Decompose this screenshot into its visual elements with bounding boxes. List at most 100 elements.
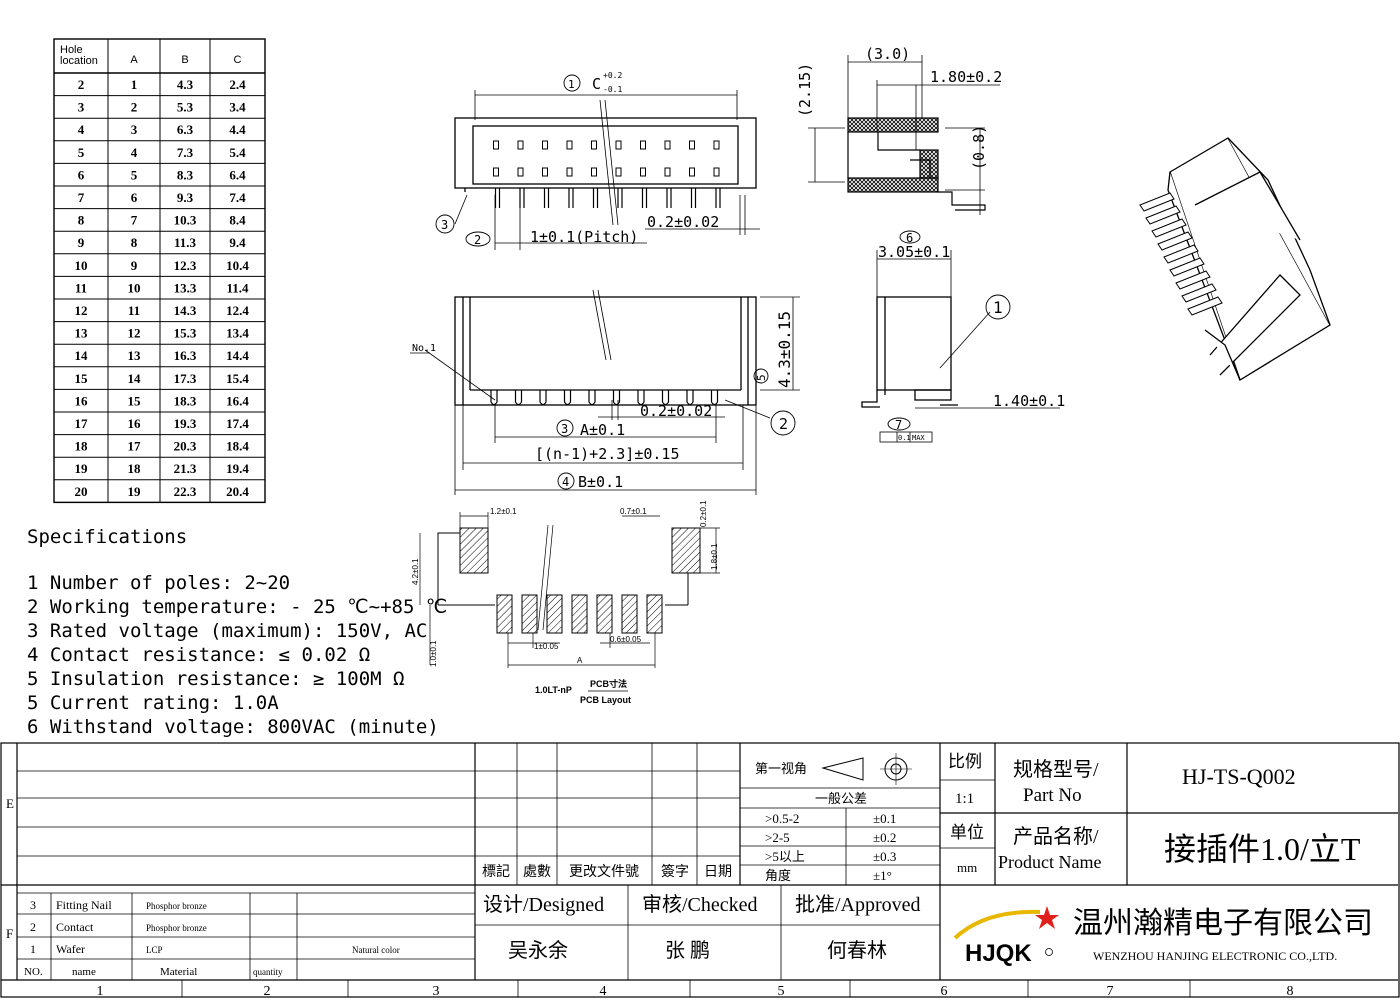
hole-table-cell: 20.4	[226, 484, 249, 499]
title-block	[0, 742, 1400, 998]
hole-table-cell: 2	[131, 100, 138, 115]
pcb-dim-0-6: 0.6±0.05	[610, 635, 642, 644]
pcb-signal-pad	[646, 594, 663, 634]
hole-table-header: B	[181, 54, 188, 66]
hole-table-cell: 16	[75, 393, 89, 408]
top-pin-hole	[713, 167, 720, 177]
hole-table-cell: 17	[75, 416, 89, 431]
bom-cell: Contact	[56, 920, 94, 934]
hole-table-cell: 5.4	[229, 145, 246, 160]
revision-header: 更改文件號	[569, 864, 639, 880]
hole-table-cell: 4	[78, 122, 85, 137]
dim-3-0: (3.0)	[865, 45, 910, 63]
hole-table-cell: 16.3	[174, 348, 197, 363]
column-number: 5	[778, 984, 785, 999]
hole-table-cell: 11	[75, 280, 87, 295]
part-no-label-en: Part No	[1023, 785, 1082, 806]
bom-header: Material	[160, 966, 197, 978]
pcb-caption-en: PCB Layout	[580, 695, 631, 705]
scale-label: 比例	[948, 752, 982, 771]
flatness-tol: 0.1	[898, 434, 911, 442]
tolerance-range: >0.5-2	[765, 811, 799, 826]
pcb-dim-1-2: 1.2±0.1	[490, 507, 517, 516]
hole-table-cell: 7.3	[177, 145, 194, 160]
hole-table-cell: 20.3	[174, 439, 197, 454]
hole-table-cell: 21.3	[174, 461, 197, 476]
bom-cell: Phosphor bronze	[146, 901, 207, 911]
hole-table-cell: 7.4	[229, 190, 246, 205]
hole-table-cell: 4.3	[177, 77, 194, 92]
top-pin-hole	[517, 140, 524, 150]
dim-2-15: (2.15)	[796, 63, 814, 117]
hole-table-cell: 7	[78, 190, 85, 205]
hole-table-cell: 19	[128, 484, 142, 499]
pcb-dim-4-2: 4.2±0.1	[411, 558, 420, 585]
pcb-caption-part: 1.0LT-nP	[535, 685, 572, 695]
bom-cell: Phosphor bronze	[146, 923, 207, 933]
hole-table-cell: 15	[75, 371, 89, 386]
hole-table-cell: 2.4	[229, 77, 246, 92]
front-view	[410, 289, 800, 495]
iso-pin	[1181, 283, 1217, 303]
spec-item: 6 Withstand voltage: 800VAC (minute)	[27, 716, 439, 738]
hole-table-cell: 3.4	[229, 100, 246, 115]
bom-cell: 3	[30, 898, 36, 912]
hole-table-cell: 20	[75, 484, 88, 499]
hole-table-cell: 2	[78, 77, 85, 92]
iso-pin	[1157, 231, 1193, 251]
hole-table-cell: 8.4	[229, 213, 246, 228]
bom-header: NO.	[24, 966, 43, 978]
unit-value: mm	[957, 860, 977, 875]
bom-cell: LCP	[146, 945, 163, 955]
hole-table-cell: 16	[128, 416, 142, 431]
tolerance-range: >5以上	[765, 849, 805, 864]
pcb-signal-pad	[496, 594, 513, 634]
column-number: 1	[97, 984, 104, 999]
hole-table-cell: 18.3	[174, 393, 197, 408]
column-number: 4	[600, 984, 607, 999]
hole-table-cell: 10	[128, 280, 141, 295]
hole-table-cell: 7	[131, 213, 138, 228]
hole-table-cell: 11.4	[226, 280, 249, 295]
hole-table-cell: 17	[128, 439, 142, 454]
c-tol-up: +0.2	[603, 71, 622, 80]
top-pin-hole	[615, 167, 622, 177]
part-number: HJ-TS-Q002	[1182, 764, 1296, 789]
approver-name: 何春林	[827, 939, 887, 962]
pcb-signal-pad	[621, 594, 638, 634]
tolerance-value: ±1°	[873, 868, 892, 883]
top-pin-hole	[591, 167, 597, 177]
hole-table-cell: 3	[78, 100, 85, 115]
hole-table-cell: 8.3	[177, 167, 194, 182]
dim-1-40: 1.40±0.1	[993, 392, 1065, 410]
spec-item: 3 Rated voltage (maximum): 150V, AC	[27, 620, 427, 642]
hole-table-cell: 3	[131, 122, 138, 137]
designed-label: 设计/Designed	[483, 893, 604, 916]
isometric-view	[1139, 137, 1331, 381]
general-tolerance-label: 一般公差	[815, 791, 867, 806]
hole-table-cell: 13	[128, 348, 142, 363]
iso-pin	[1151, 218, 1187, 238]
scale-value: 1:1	[955, 791, 974, 807]
front-pin	[514, 390, 523, 406]
hole-table-cell: 13.3	[174, 280, 197, 295]
iso-pin	[1175, 270, 1211, 290]
hole-table-cell: 15	[128, 393, 142, 408]
iso-pin	[1139, 192, 1175, 212]
product-name-label-cn: 产品名称/	[1013, 825, 1099, 848]
column-number: 6	[941, 984, 948, 999]
company-name-en: WENZHOU HANJING ELECTRONIC CO.,LTD.	[1093, 949, 1337, 963]
hole-table-cell: 18.4	[226, 439, 249, 454]
checked-label: 审核/Checked	[642, 893, 758, 916]
top-pin-hole	[493, 140, 499, 150]
top-pin-hole	[517, 167, 524, 177]
pcb-layout	[419, 512, 720, 692]
top-pin-hole	[640, 140, 646, 150]
hole-table-cell: 9	[78, 235, 85, 250]
bubble-3-front: 3	[561, 422, 568, 436]
row-label-f: F	[6, 926, 13, 941]
dim-1-80: 1.80±0.2	[930, 68, 1002, 86]
hole-table-cell: 4.4	[229, 122, 246, 137]
